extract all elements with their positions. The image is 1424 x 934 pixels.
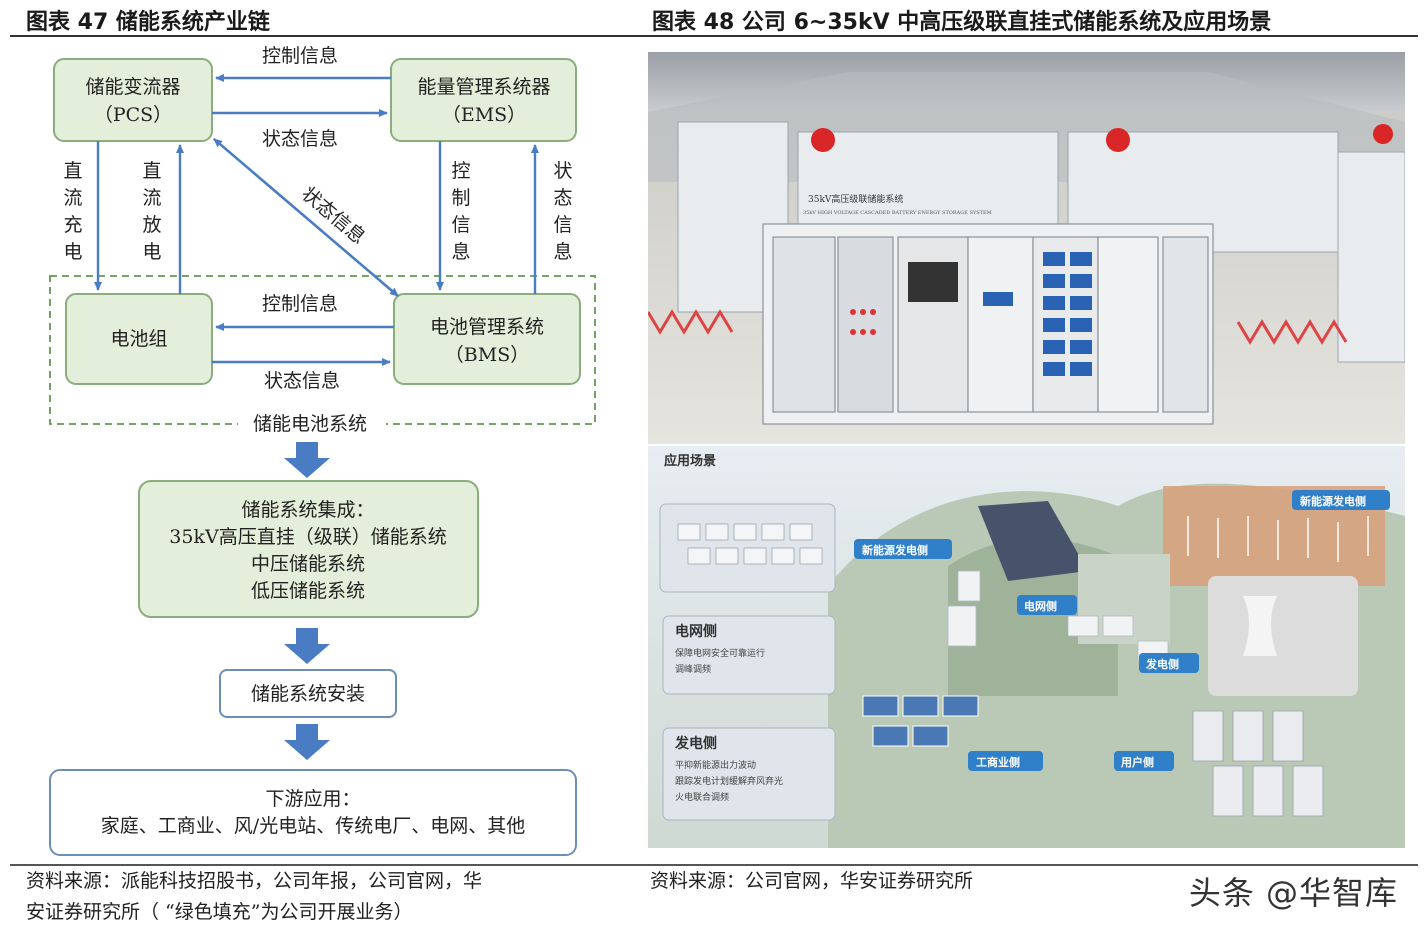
tag-renewable-gen-2-label: 新能源发电侧 bbox=[862, 543, 928, 557]
downstream-line-1: 下游应用： bbox=[265, 788, 360, 810]
watermark: 头条 @华智库 bbox=[1188, 874, 1398, 912]
equipment-photo: 35kV高压级联储能系统 35kV HIGH VOLTAGE CASCADED … bbox=[648, 52, 1405, 444]
svg-text:控: 控 bbox=[451, 160, 470, 182]
bms-label-2: （BMS） bbox=[445, 344, 529, 366]
diag-arrow-bms-to-pcs bbox=[213, 138, 399, 297]
ems-box bbox=[390, 58, 577, 142]
status-info-mid: 状态信息 bbox=[264, 370, 340, 392]
tag-grid-side bbox=[1017, 595, 1077, 615]
downstream-box bbox=[49, 769, 577, 856]
battery-pack-label: 电池组 bbox=[110, 328, 167, 350]
red-ribbon-icon bbox=[811, 124, 1393, 152]
svg-text:电: 电 bbox=[63, 241, 82, 263]
pcs-box bbox=[53, 58, 213, 142]
gen-panel-title: 发电侧 bbox=[674, 735, 717, 752]
control-info-mid: 控制信息 bbox=[262, 293, 338, 315]
tag-user-side bbox=[1114, 751, 1174, 771]
left-source-line-1: 资料来源：派能科技招股书，公司年报，公司官网，华 bbox=[26, 870, 483, 892]
tag-renewable-gen-2 bbox=[854, 539, 952, 559]
scene-title: 应用场景 bbox=[664, 453, 716, 469]
grid-panel-item-2: 调峰调频 bbox=[675, 663, 711, 675]
svg-text:状: 状 bbox=[553, 160, 572, 182]
tag-grid-side-label: 电网侧 bbox=[1024, 599, 1057, 613]
status-vertical-label: 状 态 信 息 bbox=[553, 160, 572, 263]
svg-text:制: 制 bbox=[451, 187, 470, 209]
down-arrow-3 bbox=[284, 724, 330, 760]
grid-panel-item-1: 保障电网安全可靠运行 bbox=[675, 647, 765, 659]
top-rule bbox=[10, 35, 1418, 37]
integration-line-4: 低压储能系统 bbox=[251, 580, 365, 602]
down-arrow-2 bbox=[284, 628, 330, 664]
tag-commercial-side-label: 工商业侧 bbox=[976, 755, 1020, 769]
status-info-diagonal: 状态信息 bbox=[297, 183, 369, 249]
tag-generation-side bbox=[1139, 653, 1199, 673]
svg-text:电: 电 bbox=[142, 241, 161, 263]
down-arrow-1 bbox=[284, 442, 330, 478]
dc-charge-label: 直 流 充 电 bbox=[63, 160, 82, 263]
install-box bbox=[219, 669, 397, 718]
gen-panel-item-2: 跟踪发电计划缓解弃风弃光 bbox=[675, 775, 783, 787]
tag-generation-side-label: 发电侧 bbox=[1145, 657, 1179, 671]
bottom-rule bbox=[10, 864, 1418, 866]
control-vertical-label: 控 制 信 息 bbox=[451, 160, 470, 263]
tag-commercial-side bbox=[968, 751, 1043, 771]
right-source: 资料来源：公司官网，华安证券研究所 bbox=[650, 870, 974, 892]
install-label: 储能系统安装 bbox=[251, 683, 365, 705]
photo-cabinet-label: 35kV高压级联储能系统 bbox=[808, 193, 903, 205]
gen-panel-item-1: 平抑新能源出力波动 bbox=[675, 759, 756, 771]
svg-text:流: 流 bbox=[63, 187, 82, 209]
battery-pack-box bbox=[65, 293, 213, 385]
tag-renewable-gen-1 bbox=[1292, 490, 1390, 510]
downstream-line-2: 家庭、工商业、风/光电站、传统电厂、电网、其他 bbox=[101, 815, 525, 837]
left-source: 资料来源：派能科技招股书，公司年报，公司官网，华 安证券研究所（ “绿色填充”为… bbox=[26, 866, 626, 928]
photo-cabinet-sublabel: 35kV HIGH VOLTAGE CASCADED BATTERY ENERG… bbox=[803, 210, 992, 216]
svg-text:态: 态 bbox=[553, 187, 572, 209]
svg-text:流: 流 bbox=[142, 187, 161, 209]
integration-line-3: 中压储能系统 bbox=[251, 553, 365, 575]
control-info-top: 控制信息 bbox=[262, 45, 338, 67]
svg-text:充: 充 bbox=[63, 214, 82, 236]
pcs-label-2: （PCS） bbox=[94, 104, 172, 126]
tag-renewable-gen-1-label: 新能源发电侧 bbox=[1300, 494, 1366, 508]
svg-text:直: 直 bbox=[142, 160, 161, 182]
svg-text:直: 直 bbox=[63, 160, 82, 182]
application-scene: 应用场景 新能源发电侧 新能源发电侧 电网侧 发电侧 工商业侧 用户侧 电网侧 … bbox=[648, 446, 1405, 848]
svg-text:息: 息 bbox=[553, 241, 572, 263]
tag-user-side-label: 用户侧 bbox=[1121, 755, 1154, 769]
right-figure-title: 图表 48 公司 6~35kV 中高压级联直挂式储能系统及应用场景 bbox=[652, 10, 1272, 35]
grid-panel-title: 电网侧 bbox=[675, 623, 717, 640]
svg-text:信: 信 bbox=[451, 214, 470, 236]
pcs-label-1: 储能变流器 bbox=[85, 76, 180, 98]
svg-text:放: 放 bbox=[142, 214, 161, 236]
gen-panel-item-3: 火电联合调频 bbox=[675, 791, 729, 803]
bms-label-1: 电池管理系统 bbox=[430, 316, 544, 338]
left-figure-title: 图表 47 储能系统产业链 bbox=[26, 10, 270, 35]
industry-chain-diagram: .box { fill:#e3efda; stroke:#8aae7b; str… bbox=[49, 45, 596, 856]
integration-line-2: 35kV高压直挂（级联）储能系统 bbox=[169, 526, 446, 548]
dc-discharge-label: 直 流 放 电 bbox=[142, 160, 161, 263]
integration-line-1: 储能系统集成： bbox=[241, 499, 374, 521]
integration-box bbox=[138, 480, 479, 618]
ems-label-1: 能量管理系统器 bbox=[417, 76, 550, 98]
ems-label-2: （EMS） bbox=[442, 104, 526, 126]
svg-text:息: 息 bbox=[451, 241, 470, 263]
battery-system-label: 储能电池系统 bbox=[253, 413, 367, 435]
bms-box bbox=[393, 293, 581, 385]
svg-text:信: 信 bbox=[553, 214, 572, 236]
left-source-line-2: 安证券研究所（ “绿色填充”为公司开展业务） bbox=[26, 901, 413, 923]
status-info-top: 状态信息 bbox=[262, 128, 338, 150]
